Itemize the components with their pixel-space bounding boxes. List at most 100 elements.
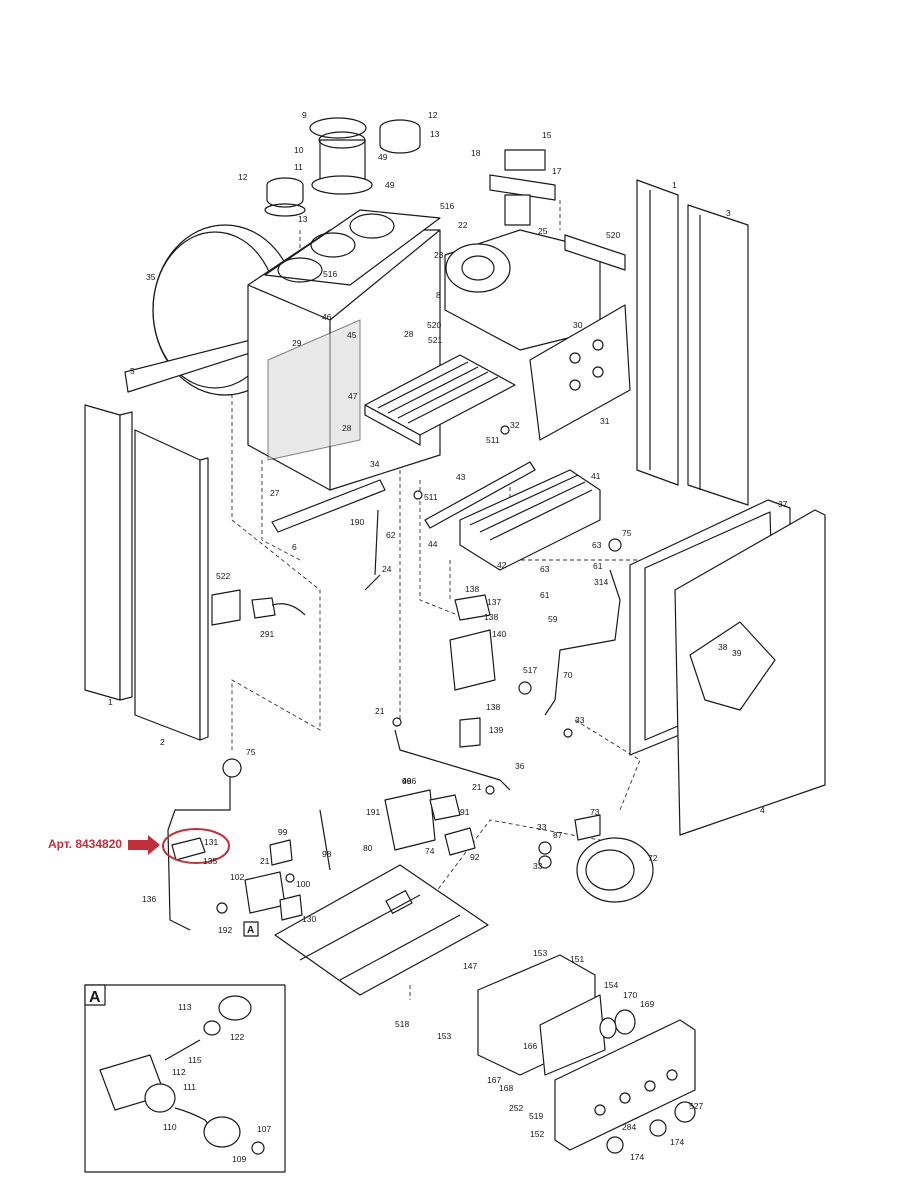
part-label-99: 99 [278,827,288,837]
part-label-31: 31 [600,416,610,426]
part-label-168: 168 [499,1083,513,1093]
highlighted-part-131 [128,828,230,864]
chassis-plate [274,864,489,996]
part-label-42: 42 [497,560,507,570]
part-label-518: 518 [395,1019,409,1029]
part-label-2: 2 [160,737,165,747]
part-label-153-2: 153 [437,1031,451,1041]
part-label-59: 59 [548,614,558,624]
part-label-30: 30 [573,320,583,330]
callout-highlight-circle [162,828,230,864]
part-label-284: 284 [622,1122,636,1132]
part-label-314: 314 [594,577,608,587]
part-label-511: 511 [486,435,500,445]
part-label-154: 154 [604,980,618,990]
part-label-517: 517 [523,665,537,675]
part-label-102: 102 [230,872,244,882]
pump [574,814,654,903]
part-label-496: 496 [402,776,416,786]
article-number-callout: Арт. 8434820 [48,837,122,851]
part-label-153: 153 [533,948,547,958]
part-label-75: 75 [246,747,256,757]
part-label-33-2: 33 [537,822,547,832]
part-label-135: 135 [203,856,217,866]
part-label-5: 5 [130,366,135,376]
heat-exchanger [364,354,516,446]
inset-box [84,984,286,1173]
part-label-80: 80 [363,843,373,853]
part-label-138-2: 138 [484,612,498,622]
part-label-122: 122 [230,1032,244,1042]
part-label-33-3: 33 [533,861,543,871]
part-label-520: 520 [606,230,620,240]
part-label-35: 35 [146,272,156,282]
pipes [167,509,621,931]
part-label-516-2: 516 [323,269,337,279]
front-door-4 [674,509,826,836]
part-label-46: 46 [322,312,332,322]
part-label-191: 191 [366,807,380,817]
part-label-15: 15 [542,130,552,140]
part-label-8: 8 [436,290,441,300]
part-label-21-2: 21 [472,782,482,792]
part-label-190: 190 [350,517,364,527]
flue-cap-12 [264,119,421,217]
callout-arrow-icon [128,835,160,855]
part-label-3: 3 [726,208,731,218]
part-label-12-2: 12 [238,172,248,182]
view-marker-label: A [247,925,254,936]
part-label-516: 516 [440,201,454,211]
part-label-511-2: 511 [424,492,438,502]
part-label-136: 136 [142,894,156,904]
part-label-520-2: 520 [427,320,441,330]
part-label-41: 41 [591,471,601,481]
gas-valve [449,594,496,748]
side-panel-1 [84,404,133,701]
part-label-1: 1 [108,697,113,707]
part-label-167: 167 [487,1075,501,1085]
part-label-109: 109 [232,1154,246,1164]
part-label-39: 39 [732,648,742,658]
part-label-10: 10 [294,145,304,155]
part-label-138-3: 138 [486,702,500,712]
part-label-291: 291 [260,629,274,639]
bracket-6 [271,479,386,533]
part-label-73: 73 [590,807,600,817]
part-label-61: 61 [540,590,550,600]
part-label-152: 152 [530,1129,544,1139]
part-label-174: 174 [670,1137,684,1147]
part-label-9: 9 [302,110,307,120]
part-label-34: 34 [370,459,380,469]
chamber-side-panel [529,304,631,441]
part-label-70: 70 [563,670,573,680]
part-label-112: 112 [172,1067,186,1077]
part-label-23: 23 [434,250,444,260]
part-label-521: 521 [428,335,442,345]
right-casing-3 [687,204,749,506]
part-label-61-2: 61 [593,561,603,571]
part-label-29: 29 [292,338,302,348]
part-label-1-2: 1 [672,180,677,190]
flue-adaptor [309,117,373,195]
part-label-169: 169 [640,999,654,1009]
ignition-transformer [211,589,306,626]
part-label-45: 45 [347,330,357,340]
part-label-170: 170 [623,990,637,1000]
part-label-92: 92 [470,852,480,862]
part-label-252: 252 [509,1103,523,1113]
part-label-138: 138 [465,584,479,594]
hydraulic-block [319,789,476,871]
part-label-24: 24 [382,564,392,574]
part-label-22: 22 [458,220,468,230]
part-label-38: 38 [718,642,728,652]
part-label-113: 113 [178,1002,192,1012]
part-label-62: 62 [386,530,396,540]
part-label-6: 6 [292,542,297,552]
part-label-151: 151 [570,954,584,964]
part-label-519: 519 [529,1111,543,1121]
part-label-96: 96 [402,776,412,786]
part-label-137: 137 [487,597,501,607]
part-label-130: 130 [302,914,316,924]
part-label-18: 18 [471,148,481,158]
